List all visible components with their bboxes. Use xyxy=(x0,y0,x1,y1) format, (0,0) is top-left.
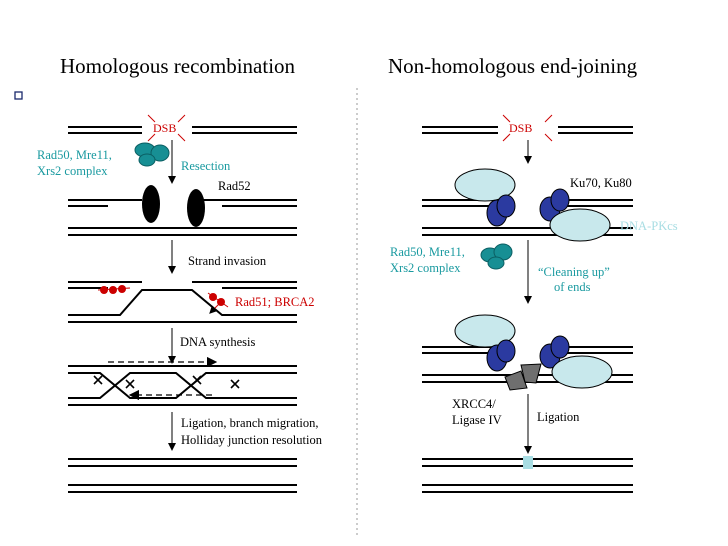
nhej-cleanup-line1: “Cleaning up” xyxy=(538,265,610,279)
ku-left-2-icon xyxy=(486,339,516,372)
nhej-pkcs-label: DNA-PKcs xyxy=(620,219,678,233)
hr-mrx-label-line2: Xrs2 complex xyxy=(37,164,108,178)
nhej-stage-dsb xyxy=(422,126,633,134)
hr-stage-invasion xyxy=(68,281,297,323)
rad51-filament-right-icon xyxy=(207,292,229,314)
hr-stage-repaired xyxy=(68,458,297,493)
hr-strand-invasion-label: Strand invasion xyxy=(188,254,267,268)
hr-rad52-label: Rad52 xyxy=(218,179,251,193)
mrx-complex-icon xyxy=(134,142,170,167)
dna-pkcs-left-2-icon xyxy=(454,314,516,348)
hollow-square-bullet-icon xyxy=(14,91,23,100)
nhej-mrx-label-line2: Xrs2 complex xyxy=(390,261,461,275)
ku-right-2-icon xyxy=(539,335,570,369)
nhej-ku-label: Ku70, Ku80 xyxy=(570,176,632,190)
nhej-title: Non-homologous end-joining xyxy=(388,54,638,78)
nhej-ligase-line2: Ligase IV xyxy=(452,413,502,427)
rad52-left-icon xyxy=(142,185,160,223)
hr-title: Homologous recombination xyxy=(60,54,296,78)
hr-final-step-line1: Ligation, branch migration, xyxy=(181,416,318,430)
rad51-filament-left-icon xyxy=(97,285,131,294)
dna-pkcs-right-icon xyxy=(549,208,611,242)
dna-pkcs-left-icon xyxy=(454,168,516,202)
nhej-mrx-complex-icon xyxy=(480,243,513,270)
ku-right-icon xyxy=(539,188,570,222)
nhej-ligase-line1: XRCC4/ xyxy=(452,397,496,411)
holliday-junction-cut-icon xyxy=(93,375,240,389)
hr-stage-dsb xyxy=(68,126,297,134)
hr-dna-synthesis-label: DNA synthesis xyxy=(180,335,255,349)
hr-dsb-label: DSB xyxy=(153,121,176,135)
hr-mrx-label-line1: Rad50, Mre11, xyxy=(37,148,112,162)
nhej-ligation-label: Ligation xyxy=(537,410,580,424)
hr-resection-label: Resection xyxy=(181,159,231,173)
ku-left-icon xyxy=(486,194,516,227)
hr-final-step-line2: Holliday junction resolution xyxy=(181,433,323,447)
hr-stage-holliday xyxy=(68,365,297,406)
dna-pkcs-right-2-icon xyxy=(551,355,613,389)
hr-new-synthesis xyxy=(108,356,218,401)
hr-dsb-marker xyxy=(147,114,186,142)
nhej-dsb-label: DSB xyxy=(509,121,532,135)
xrcc4-ligase-icon xyxy=(504,363,542,391)
rad52-right-icon xyxy=(187,189,205,227)
hr-stage-resected xyxy=(68,199,297,236)
nhej-dsb-marker xyxy=(502,114,553,142)
ligation-site-mark xyxy=(523,456,533,469)
hr-rad51-label: Rad51; BRCA2 xyxy=(235,295,315,309)
nhej-cleanup-line2: of ends xyxy=(554,280,591,294)
nhej-mrx-label-line1: Rad50, Mre11, xyxy=(390,245,465,259)
